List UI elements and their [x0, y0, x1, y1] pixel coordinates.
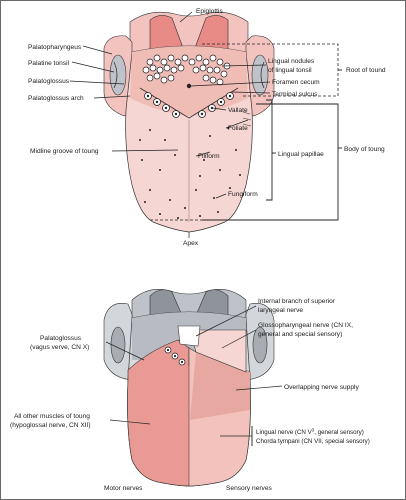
label-root-of-tongue: Root of tound — [346, 67, 386, 74]
right-tonsil-bottom — [252, 326, 268, 364]
label-lingual-nodules-1: Lingual nodules — [268, 58, 315, 65]
internal-branch-region — [177, 325, 201, 347]
label-internal-branch-1: Internal branch of superior — [258, 298, 336, 305]
vallate-papillae — [144, 92, 234, 118]
bottom-tongue-diagram: Internal branch of superior laryngeal ne… — [10, 289, 370, 492]
label-palatoglossus: Palatoglossus — [28, 78, 70, 85]
label-lingual-nerve: Lingual nerve (CN V3, general sensory) — [256, 428, 364, 437]
leader-midline-groove — [111, 149, 179, 152]
leader-palatine-tonsil — [71, 61, 115, 73]
label-foliate: Foliate — [228, 125, 248, 132]
label-apex: Apex — [183, 240, 199, 247]
label-foramen-cecum: Foramen cecum — [272, 79, 320, 86]
fungiform-papillae — [139, 127, 241, 219]
lingual-papillae-bracket — [266, 99, 273, 201]
label-body-of-tongue: Body of toung — [344, 146, 385, 153]
left-palatine-tonsil — [109, 54, 127, 96]
right-palatine-tonsil — [251, 54, 269, 96]
leader-palatopharyngeus — [82, 45, 113, 55]
label-palatoglossus-bottom-2: (vagus verve, CN X) — [30, 344, 89, 351]
label-glossopharyngeal-1: Glossopharyngeal nerve (CN IX, — [258, 322, 353, 329]
label-palatoglossus-bottom-1: Palatoglossus — [40, 335, 82, 342]
leader-filiform — [195, 151, 211, 157]
foliate-folds — [242, 111, 252, 127]
leader-terminal-sulcus — [231, 91, 271, 94]
label-overlapping: Overlapping nerve supply — [284, 384, 359, 391]
label-epiglottis: Epiglottis — [196, 8, 223, 15]
label-lingual-papillae: Lingual papillae — [278, 151, 324, 158]
label-other-muscles-1: All other muscles of toung — [14, 413, 90, 420]
label-palatine-tonsil: Palatine tonsil — [28, 60, 70, 67]
leader-foliate — [225, 119, 249, 129]
leader-vallate — [212, 107, 227, 111]
label-filiform: Filiform — [198, 153, 220, 160]
leader-other-muscles — [109, 419, 151, 425]
leader-fungiform — [215, 193, 227, 199]
label-midline-groove: Midline groove of toung — [30, 148, 99, 155]
leader-overlapping — [235, 385, 283, 391]
tongue-root — [130, 46, 248, 116]
label-chorda-tympani: Chorda tympani (CN VII, special sensory) — [256, 438, 370, 445]
label-terminal-sulcus: Terminal sulcus — [272, 91, 318, 98]
body-bracket — [202, 103, 339, 221]
leader-epiglottis — [179, 11, 193, 23]
label-palatopharyngeus: Palatopharyngeus — [28, 44, 82, 51]
label-lingual-nodules-2: of lingual tonsil — [268, 67, 312, 74]
bottom-vallate-centers — [166, 348, 184, 364]
label-internal-branch-2: laryngeal nerve — [258, 307, 303, 314]
overlap-region — [190, 352, 250, 420]
lingual-nodules — [142, 54, 231, 86]
terminal-sulcus-line — [139, 87, 239, 119]
leader-internal-branch — [195, 305, 257, 337]
left-tonsil-bottom — [110, 326, 126, 364]
leader-foramen-cecum — [190, 81, 271, 87]
leader-lingual-nodules — [221, 64, 267, 67]
label-other-muscles-2: (hypoglossal nerve, CN XII) — [10, 422, 91, 429]
leader-glossopharyngeal — [221, 329, 257, 349]
top-tongue-diagram: Epiglottis Palatopharyngeus Palatine ton… — [28, 8, 386, 247]
label-vallate: Vallate — [228, 107, 248, 114]
leader-palatoglossus — [69, 80, 125, 85]
foramen-cecum — [186, 83, 192, 89]
label-fungiform: Fungiform — [228, 191, 258, 198]
vallate-papillae-centers — [146, 94, 232, 116]
label-palatoglossus-arch: Palatoglossus arch — [28, 95, 84, 102]
label-sensory-nerves: Sensory nerves — [226, 485, 273, 492]
label-motor-nerves: Motor nerves — [104, 485, 143, 492]
right-tonsil-crypt — [260, 61, 265, 89]
left-tonsil-crypt — [113, 61, 118, 89]
motor-region — [127, 339, 190, 487]
bottom-vallate — [164, 346, 186, 366]
label-glossopharyngeal-2: general and special sensory) — [258, 331, 342, 338]
leader-palatoglossus-arch — [93, 95, 131, 99]
leader-palatoglossus-bottom — [105, 341, 145, 361]
